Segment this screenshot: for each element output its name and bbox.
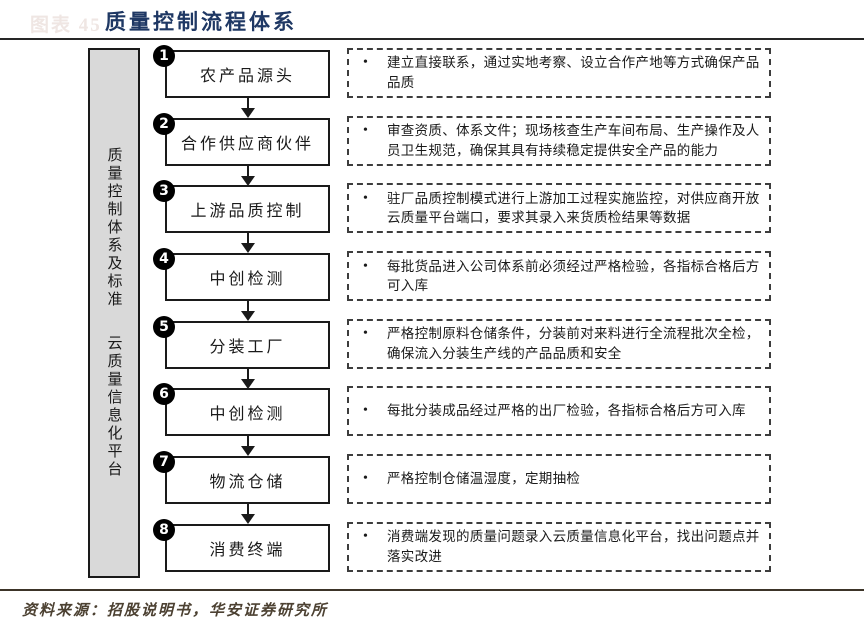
description-text: 驻厂品质控制模式进行上游加工过程实施监控，对供应商开放云质量平台端口，要求其录入… (387, 190, 760, 226)
step-number-badge: 4 (153, 248, 175, 271)
step-number-badge: 6 (153, 383, 175, 406)
flow-step-label: 上游品质控制 (165, 185, 330, 234)
flow-step-label: 分装工厂 (165, 320, 330, 369)
step-description-1: • 建立直接联系，通过实地考察、设立合作产地等方式确保产品品质 (347, 48, 771, 98)
step-description-4: • 每批货品进入公司体系前必须经过严格检验，各指标合格后方可入库 (347, 251, 771, 302)
description-text: 审查资质、体系文件；现场核查生产车间布局、生产操作及人员卫生规范，确保其具有持续… (387, 123, 760, 158)
step-number-badge: 7 (153, 451, 175, 474)
step-description-5: • 严格控制原料仓储条件，分装前对来料进行全流程批次全检，确保流入分装生产线的产… (347, 318, 771, 369)
step-number-badge: 8 (153, 518, 175, 541)
flow-step-2: 2 合作供应商伙伴 (153, 112, 330, 186)
flow-step-7: 7 物流仓储 (153, 451, 330, 525)
description-text: 严格控制原料仓储条件，分装前对来料进行全流程批次全检，确保流入分装生产线的产品品… (387, 326, 760, 361)
flow-step-label: 中创检测 (165, 253, 330, 302)
title-divider (0, 38, 864, 40)
step-number-badge: 5 (153, 315, 175, 338)
description-text: 每批分装成品经过严格的出厂检验，各指标合格后方可入库 (387, 403, 746, 419)
sidebar-label-cloud-platform: 云质量信息化平台 (105, 335, 122, 479)
footer-divider (0, 589, 864, 591)
step-description-3: • 驻厂品质控制模式进行上游加工过程实施监控，对供应商开放云质量平台端口，要求其… (347, 183, 771, 234)
down-arrow-icon (240, 504, 255, 525)
step-number-badge: 3 (153, 180, 175, 203)
flow-step-label: 物流仓储 (165, 456, 330, 505)
flow-step-label: 中创检测 (165, 388, 330, 437)
description-text: 每批货品进入公司体系前必须经过严格检验，各指标合格后方可入库 (387, 258, 760, 294)
description-text: 严格控制仓储温湿度，定期抽检 (387, 470, 581, 486)
sidebar-category-bar: 质量控制体系及标准 云质量信息化平台 (88, 48, 140, 578)
down-arrow-icon (240, 165, 255, 186)
step-description-6: • 每批分装成品经过严格的出厂检验，各指标合格后方可入库 (347, 386, 771, 437)
bullet-icon: • (363, 326, 368, 342)
step-description-2: • 审查资质、体系文件；现场核查生产车间布局、生产操作及人员卫生规范，确保其具有… (347, 115, 771, 166)
step-number-badge: 1 (153, 45, 175, 67)
step-number-badge: 2 (153, 112, 175, 135)
bullet-icon: • (363, 258, 368, 274)
bullet-icon: • (363, 470, 368, 486)
down-arrow-icon (240, 233, 255, 254)
flow-step-label: 消费终端 (165, 523, 330, 572)
page-title: 质量控制流程体系 (105, 10, 297, 34)
flow-step-label: 农产品源头 (165, 50, 330, 98)
flow-step-column: 1 农产品源头 2 合作供应商伙伴 3 上游品质控制 4 中创检测 5 分装工厂… (153, 45, 330, 572)
flow-step-8: 8 消费终端 (153, 518, 330, 572)
flow-step-1: 1 农产品源头 (153, 45, 330, 118)
down-arrow-icon (240, 368, 255, 389)
down-arrow-icon (240, 301, 255, 322)
description-text: 建立直接联系，通过实地考察、设立合作产地等方式确保产品品质 (387, 55, 760, 90)
flow-step-6: 6 中创检测 (153, 383, 330, 457)
figure-number-watermark: 图表 45 (30, 15, 102, 36)
step-description-column: • 建立直接联系，通过实地考察、设立合作产地等方式确保产品品质 • 审查资质、体… (347, 48, 771, 572)
sidebar-label-quality-system: 质量控制体系及标准 (105, 147, 122, 309)
flow-step-label: 合作供应商伙伴 (165, 117, 330, 166)
bullet-icon: • (363, 529, 368, 545)
down-arrow-icon (240, 436, 255, 457)
flow-step-5: 5 分装工厂 (153, 315, 330, 389)
bullet-icon: • (363, 123, 368, 139)
bullet-icon: • (363, 403, 368, 419)
bullet-icon: • (363, 190, 368, 206)
source-attribution: 资料来源：招股说明书，华安证券研究所 (22, 603, 329, 619)
flow-step-3: 3 上游品质控制 (153, 180, 330, 254)
down-arrow-icon (240, 98, 255, 118)
flow-step-4: 4 中创检测 (153, 248, 330, 322)
description-text: 消费端发现的质量问题录入云质量信息化平台，找出问题点并落实改进 (387, 529, 760, 564)
step-description-8: • 消费端发现的质量问题录入云质量信息化平台，找出问题点并落实改进 (347, 521, 771, 572)
step-description-7: • 严格控制仓储温湿度，定期抽检 (347, 454, 771, 505)
bullet-icon: • (363, 55, 368, 71)
